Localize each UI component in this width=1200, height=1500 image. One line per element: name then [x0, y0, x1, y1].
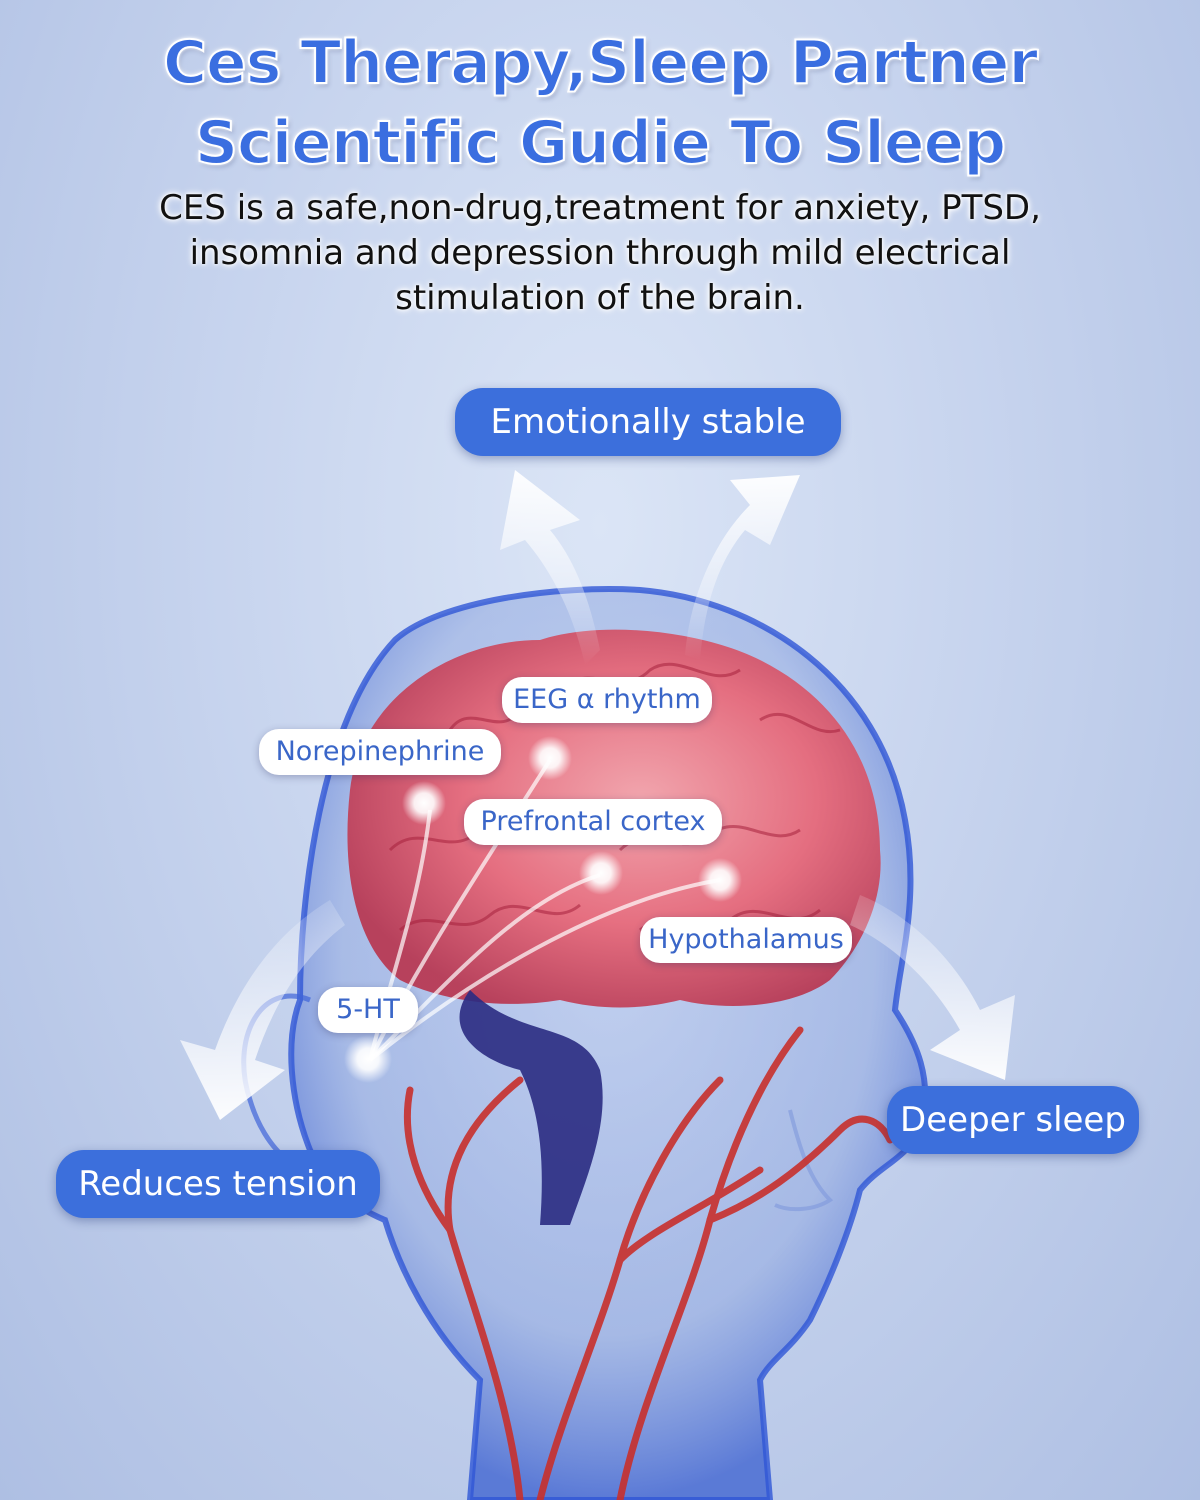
node-norepinephrine-dot — [402, 781, 446, 825]
arteries — [403, 1026, 894, 1500]
label-prefrontal-cortex: Prefrontal cortex — [464, 799, 722, 845]
node-eeg-dot — [528, 736, 572, 780]
arrow-up-right — [685, 475, 800, 660]
label-5-ht: 5-HT — [318, 987, 418, 1033]
description-line-3: stimulation of the brain. — [395, 278, 805, 318]
label-hypothalamus: Hypothalamus — [640, 917, 852, 963]
effect-emotionally-stable: Emotionally stable — [455, 388, 841, 456]
brainstem — [459, 990, 603, 1225]
headline-line-2: Scientific Gudie To Sleep — [194, 107, 1007, 179]
description-line-2: insomnia and depression through mild ele… — [189, 233, 1011, 273]
label-eeg-rhythm: EEG α rhythm — [502, 677, 712, 723]
label-norepinephrine: Norepinephrine — [259, 729, 501, 775]
node-hypothalamus-dot — [698, 858, 742, 902]
arrow-down-left — [180, 900, 345, 1120]
arrow-up-left — [500, 470, 600, 665]
arrow-down-right — [850, 895, 1015, 1080]
headline-line-1: Ces Therapy,Sleep Partner — [162, 27, 1039, 99]
nose-outline — [774, 1109, 834, 1212]
node-5ht-dot — [344, 1035, 392, 1083]
description-line-1: CES is a safe,non-drug,treatment for anx… — [159, 188, 1041, 228]
effect-deeper-sleep: Deeper sleep — [887, 1086, 1139, 1154]
node-prefrontal-dot — [579, 851, 623, 895]
effect-reduces-tension: Reduces tension — [56, 1150, 380, 1218]
